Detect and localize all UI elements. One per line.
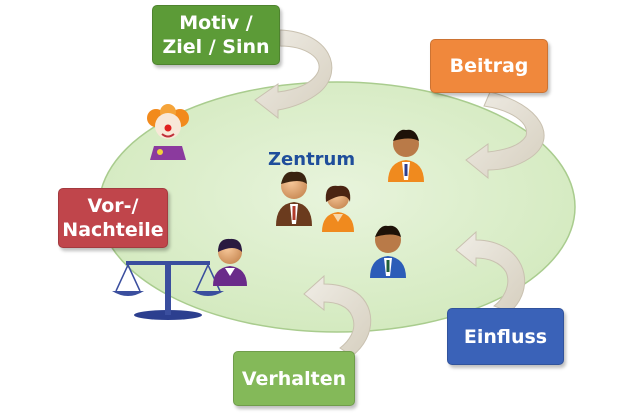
- verhalten-label: Verhalten: [241, 367, 347, 390]
- scales-icon: [112, 261, 224, 320]
- person-icon: [213, 238, 247, 286]
- einfluss-box: Einfluss: [447, 308, 564, 365]
- motiv-line-1: Motiv /: [179, 12, 253, 34]
- beitrag-box: Beitrag: [430, 39, 548, 93]
- person-icon: [370, 225, 406, 278]
- vornachteile-line-1: Vor-/: [87, 195, 139, 217]
- person-icon: [276, 171, 312, 226]
- arrow-beitrag: [465, 91, 545, 180]
- arrow-motiv: [254, 29, 333, 120]
- vornachteile-box: Vor-/ Nachteile: [58, 188, 168, 248]
- vornachteile-line-2: Nachteile: [62, 219, 164, 241]
- beitrag-label: Beitrag: [449, 55, 529, 77]
- clown-icon: [147, 104, 189, 160]
- motiv-line-2: Ziel / Sinn: [162, 36, 270, 58]
- arrow-verhalten: [303, 274, 372, 357]
- verhalten-box: Verhalten: [233, 351, 355, 406]
- person-icon: [322, 185, 354, 232]
- arrow-einfluss: [455, 230, 525, 313]
- person-icon: [388, 129, 424, 182]
- motiv-box: Motiv / Ziel / Sinn: [152, 5, 280, 65]
- einfluss-label: Einfluss: [463, 325, 548, 348]
- center-label: Zentrum: [268, 149, 356, 170]
